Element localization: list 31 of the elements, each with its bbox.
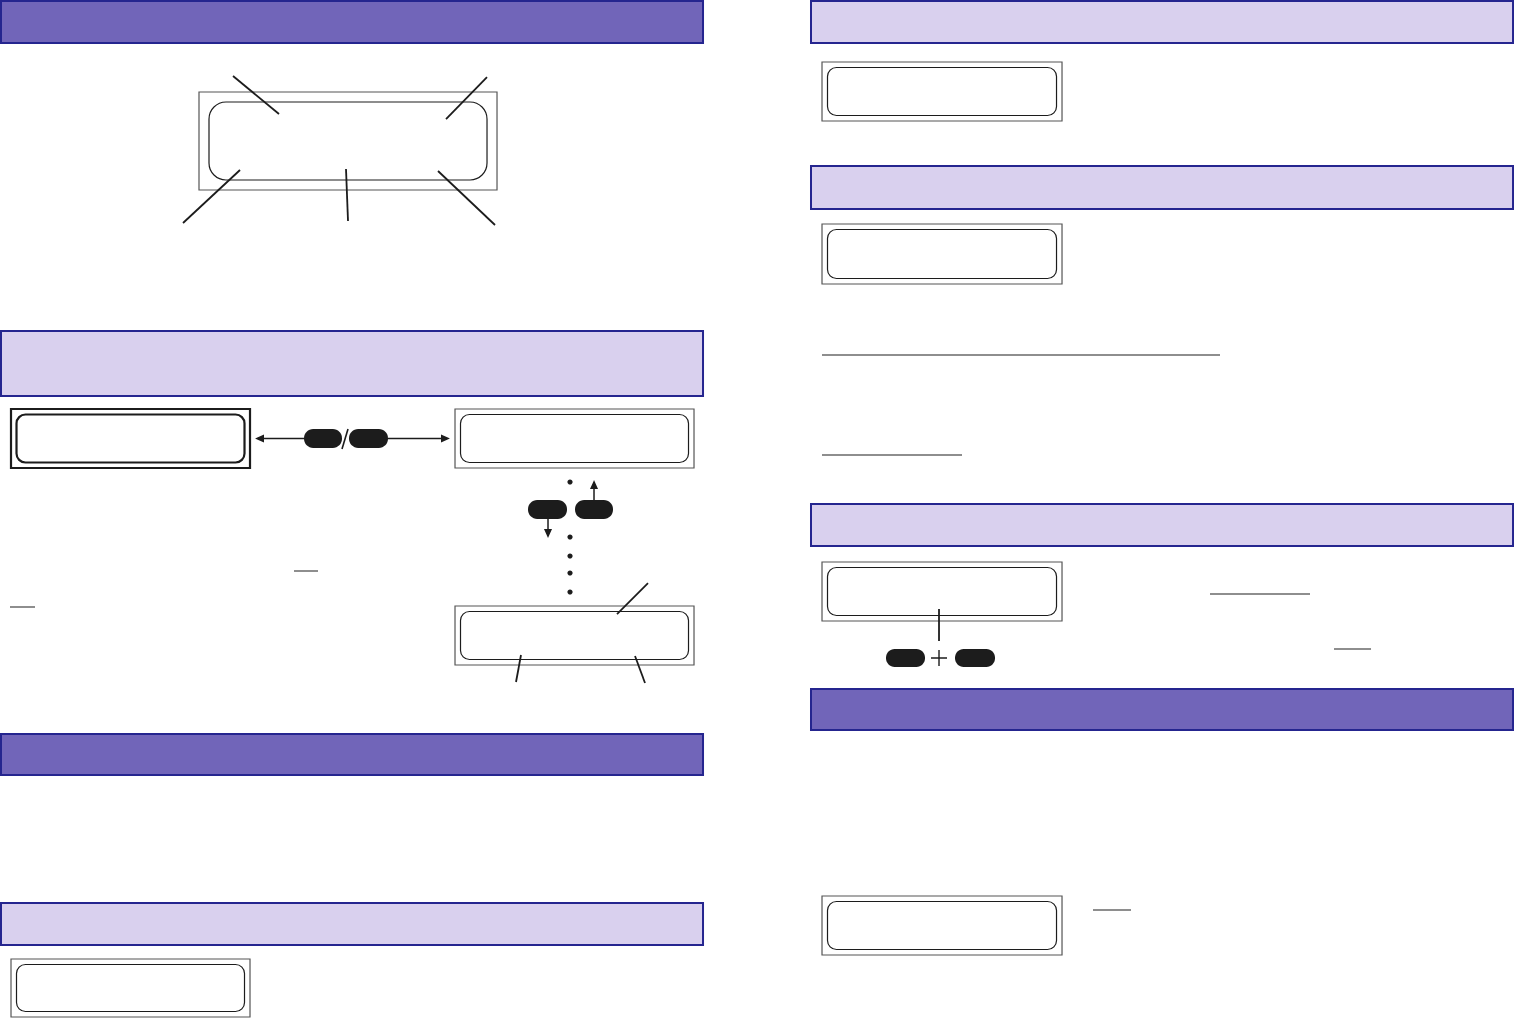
key-button bbox=[349, 429, 388, 448]
lcd-display bbox=[821, 561, 1063, 622]
leader-line bbox=[616, 582, 649, 615]
key-button bbox=[575, 500, 613, 519]
leader-line bbox=[182, 169, 241, 224]
leader-line bbox=[634, 655, 646, 684]
header-band bbox=[0, 902, 704, 946]
lcd-display bbox=[821, 223, 1063, 285]
key-button bbox=[528, 500, 567, 519]
leader-line bbox=[515, 654, 522, 683]
header-band bbox=[810, 0, 1514, 44]
header-band bbox=[810, 165, 1514, 210]
lcd-display bbox=[454, 408, 695, 469]
header-band bbox=[0, 330, 704, 397]
lcd-display bbox=[821, 61, 1063, 122]
key-button bbox=[955, 649, 995, 667]
lcd-display bbox=[10, 958, 251, 1018]
key-button bbox=[304, 429, 342, 448]
leader-line bbox=[437, 170, 496, 226]
lcd-display bbox=[454, 605, 695, 666]
header-band bbox=[810, 503, 1514, 547]
leader-line bbox=[938, 608, 940, 642]
header-band bbox=[810, 688, 1514, 731]
leader-line bbox=[445, 76, 488, 120]
lcd-display bbox=[198, 91, 498, 191]
leader-line bbox=[345, 168, 349, 222]
lcd-display bbox=[821, 895, 1063, 956]
header-band bbox=[0, 0, 704, 44]
header-band bbox=[0, 733, 704, 776]
lcd-display bbox=[9, 407, 252, 470]
key-button bbox=[886, 649, 925, 667]
